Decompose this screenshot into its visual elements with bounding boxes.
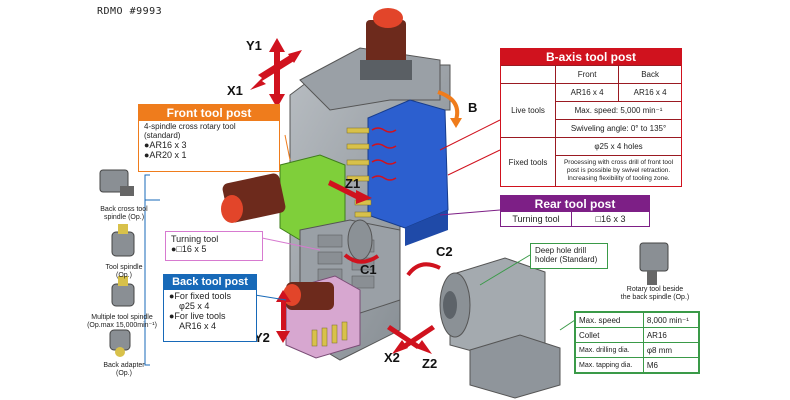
back-l2: φ25 x 4 bbox=[179, 301, 210, 311]
rear-callout: Rear tool post Turning tool □16 x 3 bbox=[500, 195, 650, 227]
option-caption: Tool spindle (Op.) bbox=[92, 264, 156, 280]
fixed-holes-value: φ25 x 4 holes bbox=[555, 137, 681, 156]
spec-value: 8,000 min⁻¹ bbox=[642, 312, 700, 328]
top-motor-cap bbox=[373, 8, 403, 28]
b-axis-callout: B-axis tool post Front Back Live tools A… bbox=[500, 48, 682, 187]
option-line2: (Op.) bbox=[116, 272, 132, 279]
back-title: Back tool post bbox=[164, 275, 256, 290]
rotary-tool-image bbox=[639, 242, 669, 272]
spec-key: Max. tapping dia. bbox=[575, 357, 644, 373]
max-speed-value: Max. speed: 5,000 min⁻¹ bbox=[555, 101, 681, 120]
fixed-tools-label: Fixed tools bbox=[501, 137, 556, 186]
axis-b-label: B bbox=[468, 100, 478, 115]
option-caption: Back cross tool spindle (Op.) bbox=[92, 206, 156, 222]
col-back: Back bbox=[618, 65, 681, 84]
spec-key: Max. drilling dia. bbox=[575, 342, 644, 358]
option-line1: Back adapter bbox=[103, 362, 145, 369]
option-line2: spindle (Op.) bbox=[103, 214, 145, 221]
option-line1: Multiple tool spindle bbox=[91, 314, 153, 321]
axis-z1-label: Z1 bbox=[345, 176, 361, 191]
front-item-1: ●AR16 x 3 bbox=[144, 140, 187, 150]
back-callout: Back tool post ●For fixed tools φ25 x 4 … bbox=[163, 274, 257, 342]
front-title: Front tool post bbox=[139, 105, 279, 121]
fixed-desc: Processing with cross drill of front too… bbox=[555, 155, 681, 186]
rotary-line1: Rotary tool beside bbox=[626, 286, 684, 293]
option-line1: Tool spindle bbox=[105, 264, 143, 271]
deep-line1: Deep hole drill bbox=[535, 246, 587, 255]
option-line2: (Op.) bbox=[116, 370, 132, 377]
c2-rotation-arrow bbox=[406, 262, 441, 277]
front-item-2: ●AR20 x 1 bbox=[144, 150, 187, 160]
swivel-value: Swiveling angle: 0° to 135° bbox=[555, 119, 681, 138]
deep-line2: holder (Standard) bbox=[535, 255, 598, 264]
front-connector bbox=[284, 134, 291, 161]
col-front: Front bbox=[554, 65, 620, 84]
turning-connector bbox=[261, 237, 321, 251]
axis-x2-label: X2 bbox=[384, 350, 400, 365]
deep-connector bbox=[479, 254, 531, 286]
back-connector bbox=[254, 294, 287, 301]
option-line1: Back cross tool bbox=[100, 206, 148, 213]
option-line2: (Op.max 15,000min⁻¹) bbox=[87, 322, 157, 329]
axis-z2-label: Z2 bbox=[422, 356, 438, 371]
back-spindle-base bbox=[469, 334, 561, 399]
back-l1: ●For fixed tools bbox=[169, 291, 231, 301]
axis-x1-label: X1 bbox=[227, 83, 243, 98]
live-front-value: AR16 x 4 bbox=[554, 83, 620, 102]
spec-value: M6 bbox=[642, 357, 700, 373]
header-id: RDMO #9993 bbox=[97, 6, 163, 17]
back-l4: AR16 x 4 bbox=[179, 321, 217, 331]
spec-key: Collet bbox=[575, 327, 644, 343]
b-axis-title: B-axis tool post bbox=[501, 49, 681, 65]
rotary-caption: Rotary tool beside the back spindle (Op.… bbox=[612, 286, 698, 302]
c1-rotation-arrow bbox=[343, 253, 380, 264]
options-bracket bbox=[144, 174, 160, 366]
front-desc1: 4-spindle cross rotary tool bbox=[144, 122, 236, 131]
turning-line2: ●□16 x 5 bbox=[171, 244, 207, 254]
axis-y1-label: Y1 bbox=[246, 38, 262, 53]
axis-c1-label: C1 bbox=[360, 262, 377, 277]
turning-callout: Turning tool ●□16 x 5 bbox=[165, 231, 263, 261]
rear-value: □16 x 3 bbox=[595, 214, 626, 224]
live-back-value: AR16 x 4 bbox=[618, 83, 681, 102]
specs-connector bbox=[559, 319, 576, 331]
axis-y2-label: Y2 bbox=[254, 330, 270, 345]
turning-line1: Turning tool bbox=[171, 234, 219, 244]
rotary-line2: the back spindle (Op.) bbox=[620, 294, 690, 301]
rear-title: Rear tool post bbox=[501, 196, 649, 212]
btool-connector bbox=[439, 119, 501, 176]
rear-label: Turning tool bbox=[501, 212, 572, 226]
option-caption: Back adapter (Op.) bbox=[92, 362, 156, 378]
spec-value: AR16 bbox=[642, 327, 700, 343]
front-desc2: (standard) bbox=[144, 131, 181, 140]
option-images bbox=[99, 169, 135, 357]
b-rotation-arrow bbox=[437, 90, 460, 121]
option-caption: Multiple tool spindle (Op.max 15,000min⁻… bbox=[84, 314, 160, 330]
main-spindle bbox=[347, 219, 373, 261]
rear-connector bbox=[439, 209, 501, 216]
b-axis-tool-post bbox=[367, 99, 449, 229]
back-l3: ●For live tools bbox=[169, 311, 226, 321]
spec-row: Max. drilling dia.φ8 mm bbox=[575, 342, 700, 358]
spec-key: Max. speed bbox=[575, 312, 644, 328]
spec-row: Max. tapping dia.M6 bbox=[575, 357, 700, 373]
deep-callout: Deep hole drill holder (Standard) bbox=[530, 243, 608, 269]
front-callout: Front tool post 4-spindle cross rotary t… bbox=[138, 104, 280, 172]
spec-value: φ8 mm bbox=[642, 342, 700, 358]
axis-c2-label: C2 bbox=[436, 244, 453, 259]
live-tools-label: Live tools bbox=[501, 83, 556, 138]
